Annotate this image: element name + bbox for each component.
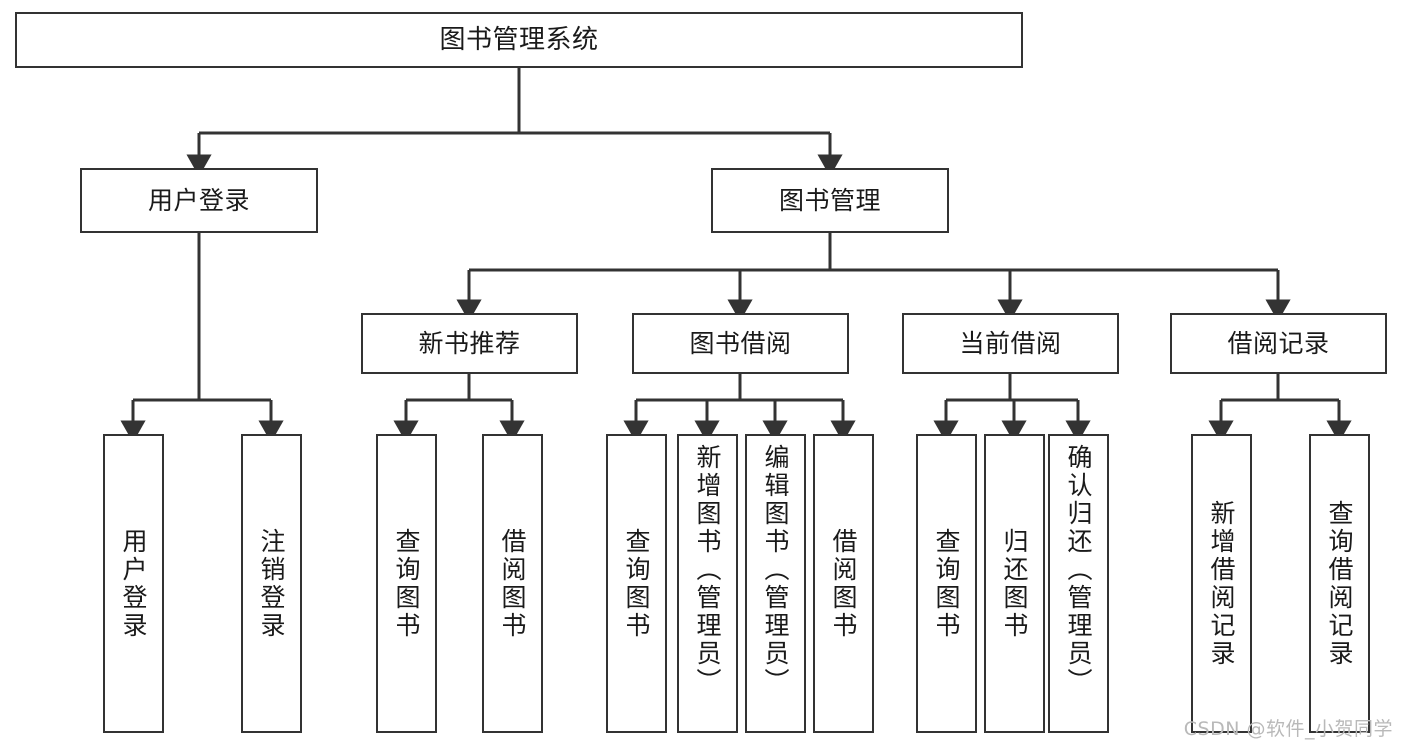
node-label: 借阅图书 [498,527,527,640]
node-new-book-recommend[interactable]: 新书推荐 [361,313,578,374]
node-label: 用户登录 [119,527,148,640]
node-label: 新书推荐 [418,328,521,358]
node-label: 用户登录 [147,185,250,215]
node-borrow-record[interactable]: 借阅记录 [1170,313,1387,374]
node-leaf-edit-book[interactable]: 编辑图书（管理员） [745,434,806,733]
node-book-borrow[interactable]: 图书借阅 [632,313,849,374]
node-label: 查询图书 [932,527,961,640]
node-label: 新增借阅记录 [1207,499,1236,668]
node-label: 注销登录 [257,527,286,640]
node-label: 新增图书（管理员） [693,444,722,696]
node-label: 归还图书 [1000,527,1029,640]
node-leaf-user-logout[interactable]: 注销登录 [241,434,302,733]
node-label: 查询图书 [392,527,421,640]
node-leaf-return-book[interactable]: 归还图书 [984,434,1045,733]
node-leaf-user-login[interactable]: 用户登录 [103,434,164,733]
node-label: 确认归还（管理员） [1064,444,1093,696]
node-leaf-query-record[interactable]: 查询借阅记录 [1309,434,1370,733]
node-label: 图书管理系统 [439,24,599,55]
node-label: 查询借阅记录 [1325,499,1354,668]
node-label: 借阅记录 [1227,328,1330,358]
node-book-management[interactable]: 图书管理 [711,168,949,233]
node-leaf-query-book-3[interactable]: 查询图书 [916,434,977,733]
node-leaf-query-book-2[interactable]: 查询图书 [606,434,667,733]
node-leaf-confirm-return[interactable]: 确认归还（管理员） [1048,434,1109,733]
node-label: 查询图书 [622,527,651,640]
node-user-login[interactable]: 用户登录 [80,168,318,233]
node-label: 图书借阅 [689,328,792,358]
node-label: 图书管理 [778,185,881,215]
node-leaf-query-book-1[interactable]: 查询图书 [376,434,437,733]
csdn-watermark: CSDN @软件_小贺同学 [1183,718,1393,740]
node-label: 编辑图书（管理员） [761,444,790,696]
node-leaf-add-book[interactable]: 新增图书（管理员） [677,434,738,733]
node-label: 当前借阅 [959,328,1062,358]
node-root-system[interactable]: 图书管理系统 [15,12,1023,68]
node-leaf-add-record[interactable]: 新增借阅记录 [1191,434,1252,733]
node-current-borrow[interactable]: 当前借阅 [902,313,1119,374]
node-leaf-borrow-book-1[interactable]: 借阅图书 [482,434,543,733]
node-label: 借阅图书 [829,527,858,640]
node-leaf-borrow-book-2[interactable]: 借阅图书 [813,434,874,733]
